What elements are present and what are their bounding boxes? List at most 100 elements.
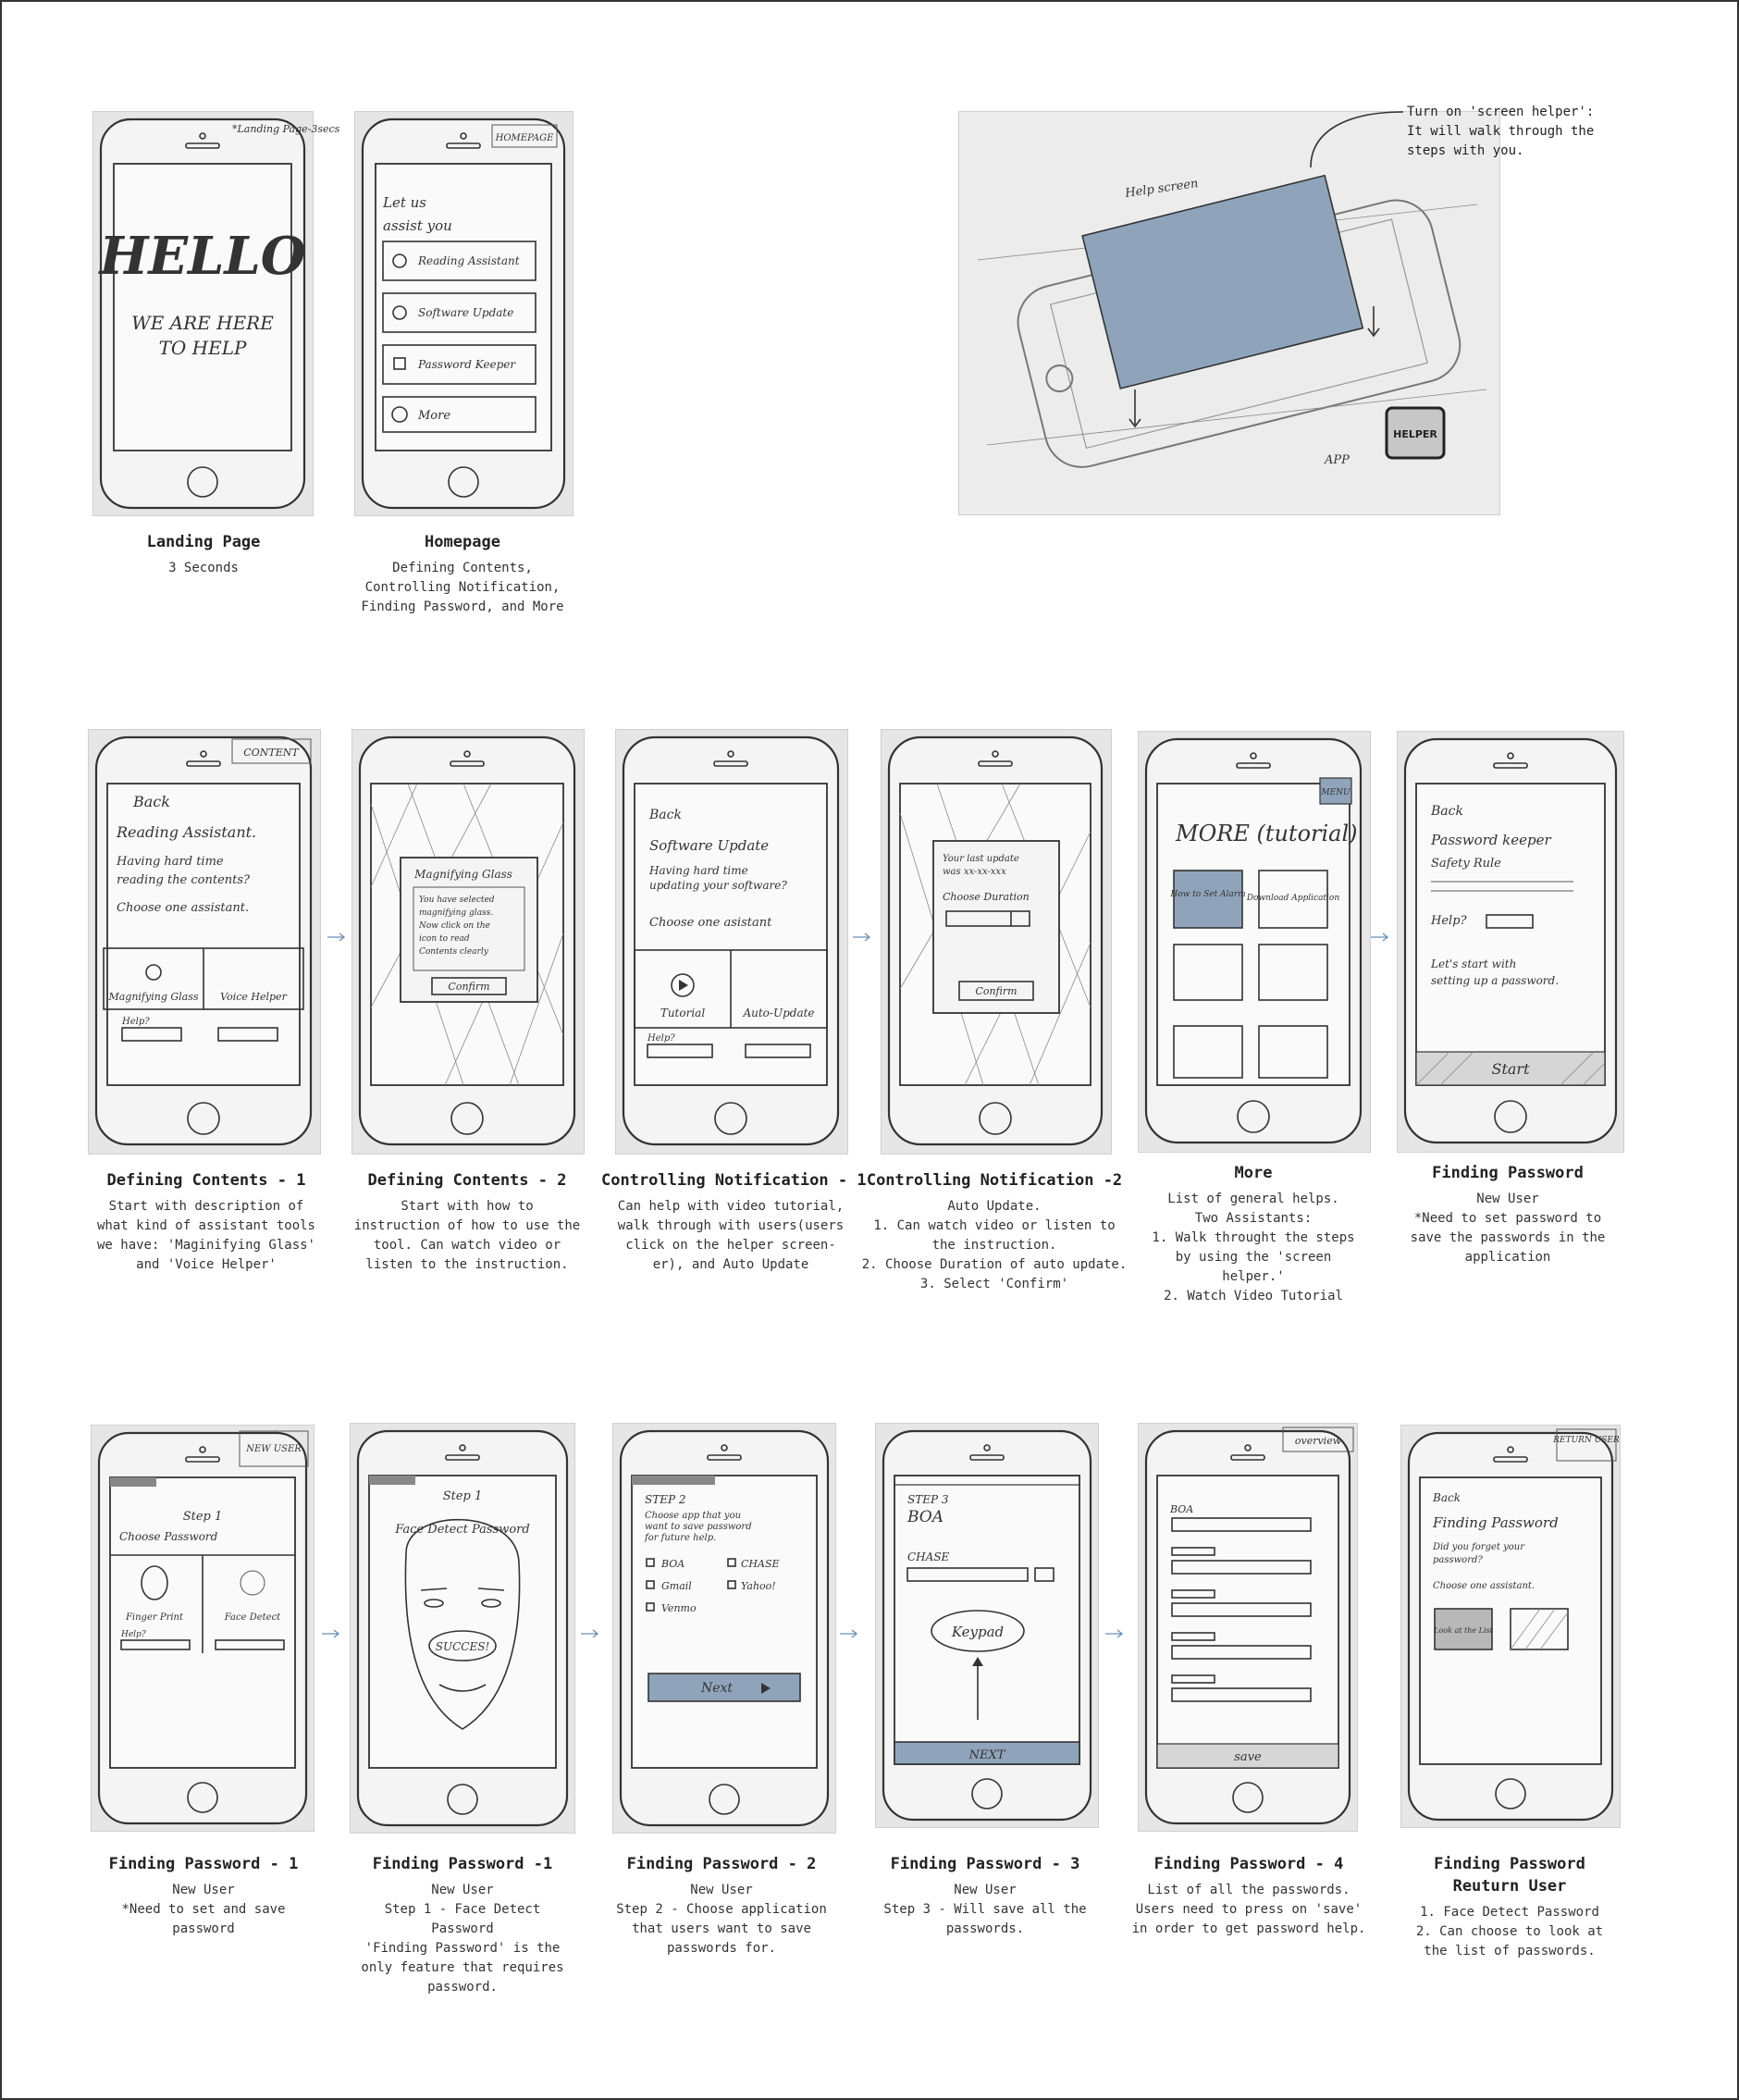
landing-caption: Landing Page 3 Seconds xyxy=(74,531,333,578)
we-are-here-text: WE ARE HERE xyxy=(131,312,274,334)
dc2-desc: Start with how to instruction of how to … xyxy=(353,1199,581,1272)
homepage-button-1: Reading Assistant xyxy=(417,254,520,267)
cn2-line-1: Your last update xyxy=(943,854,1019,864)
finding-password-1a-sketch: NEW USER Step 1 Choose Password Finger P… xyxy=(91,1425,314,1832)
dc1-title: Defining Contents - 1 xyxy=(106,1171,306,1190)
defining-contents-1-caption: Defining Contents - 1 Start with descrip… xyxy=(72,1169,340,1275)
cn1-line-4: Choose one asistant xyxy=(649,916,772,930)
cn1-option-2: Auto-Update xyxy=(742,1007,814,1019)
more-item-2: Download Application xyxy=(1246,894,1340,903)
cn1-line-1: Software Update xyxy=(649,837,769,854)
dc1-tag-text: CONTENT xyxy=(243,747,300,759)
fp-title: Finding Password xyxy=(1432,1164,1584,1182)
to-help-text: TO HELP xyxy=(159,337,247,359)
controlling-notification-2-sketch: Your last update was xx-xx-xxx Choose Du… xyxy=(881,729,1112,1155)
fpr-line-3: password? xyxy=(1433,1555,1483,1565)
fp1a-option-1: Finger Print xyxy=(125,1612,184,1623)
more-heading: MORE (tutorial) xyxy=(1175,821,1358,846)
fpr-title: Finding Password Reuturn User xyxy=(1434,1855,1585,1896)
dc1-line-2: Having hard time xyxy=(116,855,224,869)
flow-arrow-1 xyxy=(327,928,346,942)
app-label: APP xyxy=(1324,453,1350,467)
homepage-sketch: HOMEPAGE Let us assist you Reading Assis… xyxy=(354,111,574,516)
cn1-desc: Can help with video tutorial, walk throu… xyxy=(617,1199,845,1272)
fp1b-success-text: SUCCES! xyxy=(436,1640,490,1653)
fp1b-title: Finding Password -1 xyxy=(372,1855,553,1873)
dc1-desc: Start with description of what kind of a… xyxy=(96,1199,315,1272)
flow-arrow-4 xyxy=(322,1624,340,1638)
fp3-line-1: STEP 3 xyxy=(907,1493,949,1506)
homepage-heading-1: Let us xyxy=(382,194,426,211)
fpr-desc: 1. Face Detect Password 2. Can choose to… xyxy=(1415,1905,1604,1958)
fp1b-line-1: Step 1 xyxy=(443,1489,483,1503)
dc1-option-1: Magnifying Glass xyxy=(107,991,198,1003)
screen-helper-sketch: Help screen HELPER APP xyxy=(958,111,1500,515)
dc2-line-1: You have selected xyxy=(419,896,495,905)
fp3-next-button: NEXT xyxy=(968,1748,1006,1762)
defining-contents-2-caption: Defining Contents - 2 Start with how to … xyxy=(338,1169,597,1275)
fpr-back-text: Back xyxy=(1432,1491,1461,1504)
landing-title: Landing Page xyxy=(146,533,261,551)
fp1a-line-2: Choose Password xyxy=(119,1530,218,1543)
fpr-line-1: Finding Password xyxy=(1432,1514,1559,1531)
dc2-line-4: icon to read xyxy=(419,934,470,944)
fp4-line-1: BOA xyxy=(1169,1503,1193,1515)
homepage-button-3: Password Keeper xyxy=(417,358,516,371)
fp1a-help-1: Help? xyxy=(120,1630,146,1639)
more-sketch: MENU MORE (tutorial) How to Set Alarm Do… xyxy=(1138,731,1371,1153)
cn2-title: Controlling Notification -2 xyxy=(866,1171,1123,1190)
finding-password-return-sketch: RETURN USER Back Finding Password Did yo… xyxy=(1400,1425,1621,1828)
cn1-help-1: Help? xyxy=(647,1033,675,1044)
controlling-notification-2-caption: Controlling Notification -2 Auto Update.… xyxy=(860,1169,1128,1294)
fp3-title: Finding Password - 3 xyxy=(890,1855,1080,1873)
screen-helper-note: Turn on 'screen helper': It will walk th… xyxy=(1407,105,1595,158)
dc2-line-2: magnifying glass. xyxy=(419,908,493,918)
fp2-title: Finding Password - 2 xyxy=(626,1855,817,1873)
finding-password-1b-sketch: Step 1 Face Detect Password SUCCES! xyxy=(350,1423,575,1834)
cn2-desc: Auto Update. 1. Can watch video or liste… xyxy=(861,1199,1128,1291)
more-caption: More List of general helps. Two Assistan… xyxy=(1124,1162,1383,1306)
finding-password-4-caption: Finding Password - 4 List of all the pas… xyxy=(1119,1853,1378,1939)
fp-back-text: Back xyxy=(1430,804,1463,819)
fp-line-2: Safety Rule xyxy=(1431,857,1501,871)
flow-arrow-2 xyxy=(853,928,871,942)
cn1-line-2: Having hard time xyxy=(648,864,748,877)
fp3-keypad-text: Keypad xyxy=(951,1624,1004,1640)
fp2-line-4: for future help. xyxy=(644,1533,716,1543)
flow-arrow-7 xyxy=(1105,1624,1124,1638)
cn1-back-text: Back xyxy=(648,808,682,822)
fp2-next-button: Next xyxy=(700,1681,733,1696)
homepage-caption: Homepage Defining Contents, Controlling … xyxy=(333,531,592,617)
fp-start-button: Start xyxy=(1491,1060,1530,1078)
fp-line-1: Password keeper xyxy=(1430,832,1551,848)
finding-password-2-sketch: STEP 2 Choose app that you want to save … xyxy=(612,1423,836,1834)
fp2-line-1: STEP 2 xyxy=(645,1493,686,1506)
fp4-tag-text: overview xyxy=(1295,1435,1342,1447)
landing-page-sketch: *Landing Page-3secs HELLO WE ARE HERE TO… xyxy=(92,111,340,516)
fp2-app-2: CHASE xyxy=(741,1558,780,1570)
fp4-desc: List of all the passwords. Users need to… xyxy=(1131,1883,1366,1936)
homepage-heading-2: assist you xyxy=(383,217,452,234)
helper-button-label: HELPER xyxy=(1393,428,1437,440)
fp2-app-3: Gmail xyxy=(661,1580,692,1592)
fp3-desc: New User Step 3 - Will save all the pass… xyxy=(883,1883,1087,1936)
fp-help-text: Help? xyxy=(1430,914,1468,928)
fp2-line-3: want to save password xyxy=(645,1522,752,1532)
landing-desc: 3 Seconds xyxy=(168,561,239,575)
fp2-app-4: Yahoo! xyxy=(741,1580,776,1592)
fp2-desc: New User Step 2 - Choose application tha… xyxy=(616,1883,827,1956)
fpr-tag-text: RETURN USER xyxy=(1552,1436,1620,1445)
dc1-help-1: Help? xyxy=(121,1017,150,1027)
fp2-app-5: Venmo xyxy=(661,1602,697,1614)
fp2-app-1: BOA xyxy=(660,1558,684,1570)
cn2-line-2: was xx-xx-xxx xyxy=(943,867,1006,877)
fp-line-3: Let's start with xyxy=(1430,957,1516,970)
finding-password-return-caption: Finding Password Reuturn User 1. Face De… xyxy=(1380,1853,1639,1961)
homepage-button-4: More xyxy=(417,409,450,423)
fp1a-line-1: Step 1 xyxy=(183,1510,223,1524)
finding-password-caption: Finding Password New User *Need to set p… xyxy=(1378,1162,1637,1267)
dc1-back-text: Back xyxy=(132,793,170,810)
dc1-line-1: Reading Assistant. xyxy=(116,823,256,841)
more-item-1: How to Set Alarm xyxy=(1169,890,1245,899)
